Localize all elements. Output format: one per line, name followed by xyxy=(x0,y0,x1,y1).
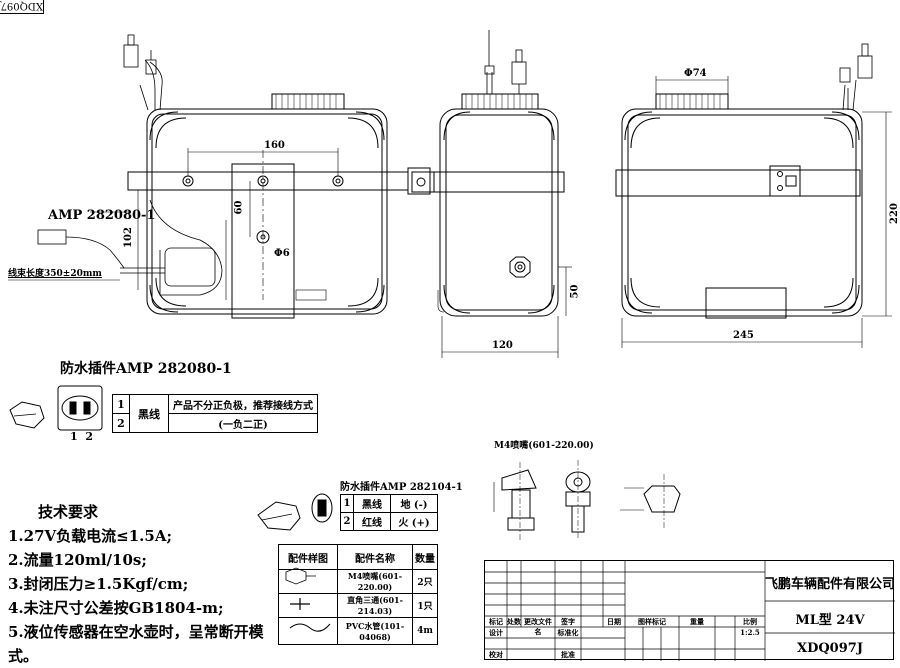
tech-title: 技术要求 xyxy=(38,503,99,521)
amp2-drawing xyxy=(257,493,333,531)
dim-50: 50 xyxy=(569,284,581,299)
tb-stage-1: 重量 xyxy=(690,617,704,626)
tb-standard: 标准化 xyxy=(557,628,579,637)
parts-qty: 1只 xyxy=(412,593,438,618)
nozzle-title: M4喷嘴(601-220.00) xyxy=(494,441,594,451)
tb-rev-1: 处数 xyxy=(507,617,521,626)
dim-245: 245 xyxy=(733,330,754,341)
parts-name: 直角三通(601-214.03) xyxy=(337,593,413,618)
harness-length: 线束长度350±20mm xyxy=(8,269,102,279)
dim-phi6: Φ6 xyxy=(274,248,290,259)
wire-note: (一负二正) xyxy=(168,413,318,433)
parts-header: 配件样图 xyxy=(278,544,338,570)
wire-note: 产品不分正负极，推荐接线方式 xyxy=(168,394,318,414)
table-row: PVC水管(101-04068) 4m xyxy=(278,617,438,645)
parts-qty: 2只 xyxy=(412,569,438,594)
table-row: 1 黑线 产品不分正负极，推荐接线方式 xyxy=(112,394,318,433)
title-block-grid xyxy=(485,561,895,661)
amp2-pin: 2 xyxy=(340,512,354,531)
tb-scale: 1:2.5 xyxy=(740,628,760,637)
dim-160: 160 xyxy=(264,140,285,151)
connector-title: 防水插件AMP 282080-1 xyxy=(60,361,232,377)
table-row: 2 (一负二正) xyxy=(112,413,318,433)
amp2-func: 火 (+) xyxy=(390,512,438,531)
tech-requirements: 技术要求 1.27V负载电流≤1.5A; 2.流量120ml/10s; 3.封闭… xyxy=(8,500,278,668)
dim-phi74: Φ74 xyxy=(684,68,707,79)
tb-design: 设计 xyxy=(489,628,503,637)
wire-table: 1 黑线 产品不分正负极，推荐接线方式 2 (一负二正) xyxy=(112,394,318,433)
parts-name: M4喷嘴(601-220.00) xyxy=(337,569,413,594)
amp2-color: 黑线 xyxy=(353,494,391,513)
tech-item-2: 2.流量120ml/10s; xyxy=(8,551,147,569)
company-name: 飞鹏车辆配件有限公司 xyxy=(765,577,896,592)
tech-item-4: 4.未注尺寸公差按GB1804-m; xyxy=(8,599,224,617)
parts-header: 配件名称 xyxy=(337,544,413,570)
tech-item-3: 3.封闭压力≥1.5Kgf/cm; xyxy=(8,575,189,593)
tech-item-1: 1.27V负载电流≤1.5A; xyxy=(8,527,173,545)
table-row: 2 红线 火 (+) xyxy=(340,512,438,531)
pin-labels: 1 2 xyxy=(70,430,93,443)
tb-rev-4: 日期 xyxy=(607,617,621,626)
tb-stage-0: 图样标记 xyxy=(638,617,666,626)
dim-60: 60 xyxy=(233,200,245,215)
table-row: 直角三通(601-214.03) 1只 xyxy=(278,593,438,618)
amp2-color: 红线 xyxy=(353,512,391,531)
amp2-table: 1 黑线 地 (-) 2 红线 火 (+) xyxy=(340,494,438,531)
parts-table: 配件样图 配件名称 数量 M4喷嘴(601-220.00) 2只 直角三通(60… xyxy=(278,544,438,645)
parts-name: PVC水管(101-04068) xyxy=(337,617,413,645)
tb-rev-3: 签字 xyxy=(561,617,575,626)
table-row: M4喷嘴(601-220.00) 2只 xyxy=(278,569,438,594)
table-row: 1 黑线 地 (-) xyxy=(340,494,438,513)
dim-120: 120 xyxy=(492,340,513,351)
tb-check: 校对 xyxy=(489,650,503,659)
model-name: ML型 24V xyxy=(795,613,865,628)
table-row: 配件样图 配件名称 数量 xyxy=(278,544,438,570)
title-block: 标记 处数 更改文件名 签字 日期 设计 标准化 校对 批准 图样标记 重量 比… xyxy=(484,560,896,661)
rear-view xyxy=(615,43,892,348)
side-view xyxy=(411,30,572,358)
wire-pin: 2 xyxy=(112,413,130,433)
tb-stage-2: 比例 xyxy=(743,617,757,626)
amp2-title: 防水插件AMP 282104-1 xyxy=(340,482,463,493)
tech-item-5: 5.液位传感器在空水壶时，呈常断开模式。 xyxy=(8,623,264,665)
tb-rev-2: 更改文件名 xyxy=(524,617,552,636)
tb-rev-0: 标记 xyxy=(489,617,503,626)
drawing-number: XDQ097J xyxy=(797,641,863,656)
tb-approve: 批准 xyxy=(561,650,575,659)
parts-header: 数量 xyxy=(412,544,438,570)
parts-qty: 4m xyxy=(412,617,438,645)
dim-102: 102 xyxy=(122,227,134,248)
connector-drawing xyxy=(9,385,103,431)
nozzle-drawings xyxy=(493,460,681,540)
amp2-func: 地 (-) xyxy=(390,494,438,513)
wire-pin: 1 xyxy=(112,394,130,414)
dim-220: 220 xyxy=(888,203,900,224)
wire-color: 黑线 xyxy=(129,394,169,433)
front-view xyxy=(8,34,431,319)
amp-left-label: AMP 282080-1 xyxy=(48,208,156,223)
amp2-pin: 1 xyxy=(340,494,354,513)
